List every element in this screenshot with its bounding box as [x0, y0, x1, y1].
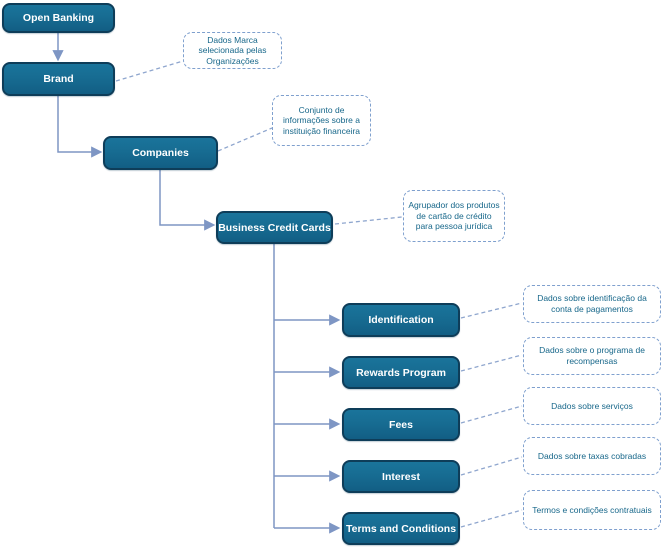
callout-brand: Dados Marca selecionada pelas Organizaçõ…	[183, 32, 282, 69]
node-terms-and-conditions[interactable]: Terms and Conditions	[342, 512, 460, 545]
callout-link-interest	[460, 456, 523, 476]
callout-link-fees	[460, 405, 523, 424]
callout-terms-and-conditions: Termos e condições contratuais	[523, 490, 661, 530]
connector-brand-to-companies	[57, 96, 103, 158]
node-brand[interactable]: Brand	[2, 62, 115, 96]
callout-fees: Dados sobre serviços	[523, 387, 661, 425]
node-fees[interactable]: Fees	[342, 408, 460, 441]
callout-link-identification	[460, 302, 523, 319]
callout-interest: Dados sobre taxas cobradas	[523, 437, 661, 475]
callout-link-brand	[115, 60, 184, 82]
callout-identification: Dados sobre identificação da conta de pa…	[523, 285, 661, 323]
node-companies[interactable]: Companies	[103, 136, 218, 170]
node-interest[interactable]: Interest	[342, 460, 460, 493]
callout-rewards-program: Dados sobre o programa de recompensas	[523, 337, 661, 375]
node-rewards-program[interactable]: Rewards Program	[342, 356, 460, 389]
callout-companies: Conjunto de informações sobre a institui…	[272, 95, 371, 146]
node-identification[interactable]: Identification	[342, 303, 460, 337]
callout-business-credit-cards: Agrupador dos produtos de cartão de créd…	[403, 190, 505, 242]
callout-link-rewards-program	[460, 354, 523, 372]
node-business-credit-cards[interactable]: Business Credit Cards	[216, 211, 333, 244]
callout-link-terms-and-conditions	[460, 509, 523, 528]
callout-link-companies	[217, 127, 273, 152]
connector-companies-to-business-credit-cards	[159, 170, 216, 231]
node-open-banking[interactable]: Open Banking	[2, 3, 115, 33]
callout-link-business-credit-cards	[334, 216, 403, 225]
